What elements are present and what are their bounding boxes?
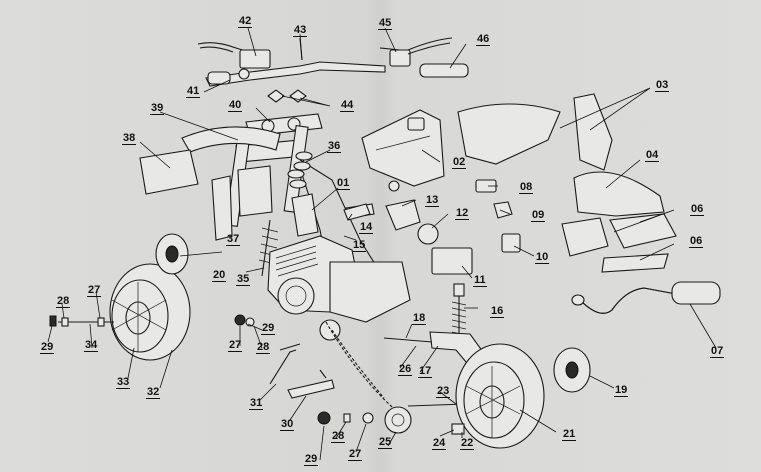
mount-bracket bbox=[343, 203, 371, 221]
callout-26: 26 bbox=[398, 363, 413, 376]
callout-22: 22 bbox=[460, 437, 475, 450]
chain-guide bbox=[287, 379, 335, 399]
callout-31: 31 bbox=[249, 397, 264, 410]
front-wheel bbox=[109, 263, 191, 361]
shroud-left bbox=[561, 217, 609, 257]
callout-41: 41 bbox=[186, 85, 201, 98]
callout-04: 04 bbox=[645, 149, 660, 162]
rear-sprocket bbox=[384, 406, 412, 434]
battery-box bbox=[431, 247, 473, 275]
seat bbox=[573, 171, 665, 217]
callout-11: 11 bbox=[473, 274, 487, 287]
callout-13: 13 bbox=[425, 194, 440, 207]
callout-18: 18 bbox=[412, 312, 427, 325]
callout-01: 01 bbox=[336, 177, 351, 190]
callout-42: 42 bbox=[238, 15, 253, 28]
front-shock bbox=[258, 219, 279, 277]
callout-08: 08 bbox=[519, 181, 534, 194]
rear-brake-caliper bbox=[451, 423, 465, 435]
callout-28-bottom: 28 bbox=[331, 430, 346, 443]
carburetor bbox=[385, 199, 421, 231]
side-panel-right bbox=[573, 93, 613, 171]
callout-28-mid: 28 bbox=[256, 341, 271, 354]
callout-39: 39 bbox=[150, 102, 165, 115]
callout-20: 20 bbox=[212, 269, 227, 282]
callout-33: 33 bbox=[116, 376, 131, 389]
shroud-right bbox=[609, 213, 677, 249]
callout-29-bottom: 29 bbox=[304, 453, 319, 466]
exhaust-pipe bbox=[571, 281, 721, 314]
callout-24: 24 bbox=[432, 437, 447, 450]
callout-25: 25 bbox=[378, 436, 393, 449]
callout-03: 03 bbox=[655, 79, 670, 92]
side-panel-left bbox=[457, 103, 561, 165]
callout-32: 32 bbox=[146, 386, 161, 399]
drive-chain bbox=[325, 321, 401, 415]
callout-19: 19 bbox=[614, 384, 629, 397]
fuel-tank bbox=[361, 109, 445, 187]
callout-07: 07 bbox=[710, 345, 725, 358]
callout-35: 35 bbox=[236, 273, 251, 286]
callout-09: 09 bbox=[531, 209, 546, 222]
callout-45: 45 bbox=[378, 17, 393, 30]
callout-15: 15 bbox=[352, 239, 367, 252]
skid-plate bbox=[601, 253, 669, 273]
number-plate bbox=[139, 149, 199, 195]
callout-38: 38 bbox=[122, 132, 137, 145]
callout-27-bottom: 27 bbox=[348, 448, 363, 461]
callout-06-upper: 06 bbox=[690, 203, 705, 216]
callout-44: 44 bbox=[340, 99, 355, 112]
handlebar-assembly bbox=[197, 37, 469, 103]
callout-27-mid: 27 bbox=[228, 339, 243, 352]
callout-17: 17 bbox=[418, 365, 433, 378]
callout-16: 16 bbox=[490, 305, 505, 318]
callout-12: 12 bbox=[455, 207, 470, 220]
callout-40: 40 bbox=[228, 99, 243, 112]
callout-14: 14 bbox=[359, 221, 374, 234]
callout-30: 30 bbox=[280, 418, 295, 431]
callout-02: 02 bbox=[452, 156, 467, 169]
ignition-coil bbox=[493, 201, 513, 219]
air-filter bbox=[417, 223, 439, 245]
rear-wheel bbox=[455, 343, 545, 449]
callout-29-left: 29 bbox=[40, 341, 55, 354]
front-fender bbox=[181, 126, 281, 153]
callout-21: 21 bbox=[562, 428, 577, 441]
callout-37: 37 bbox=[226, 233, 241, 246]
callout-10: 10 bbox=[535, 251, 550, 264]
engine bbox=[267, 235, 411, 341]
callout-06-lower: 06 bbox=[689, 235, 704, 248]
callout-36: 36 bbox=[327, 140, 342, 153]
rear-shock bbox=[451, 283, 467, 340]
kickstand bbox=[269, 349, 297, 385]
leader-lines bbox=[47, 27, 717, 461]
callout-34: 34 bbox=[84, 339, 99, 352]
callout-43: 43 bbox=[293, 24, 308, 37]
callout-23: 23 bbox=[436, 385, 451, 398]
callout-46: 46 bbox=[476, 33, 491, 46]
callout-29-mid: 29 bbox=[261, 322, 276, 335]
callout-28-left: 28 bbox=[56, 295, 71, 308]
swing-arm-axle bbox=[383, 337, 433, 343]
callout-27-left: 27 bbox=[87, 284, 102, 297]
regulator bbox=[501, 233, 521, 253]
